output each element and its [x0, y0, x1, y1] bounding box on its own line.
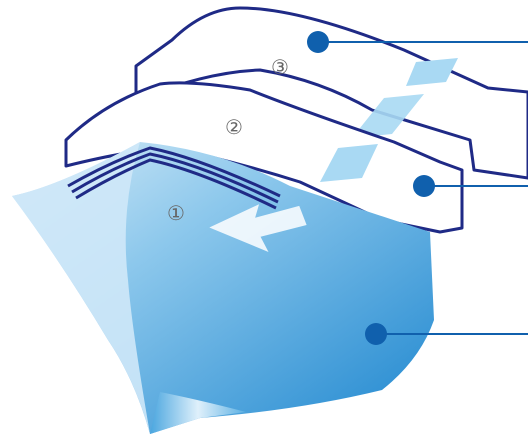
layer-1-number: ①: [167, 201, 185, 225]
layer-3-number: ③: [271, 55, 289, 79]
layer-2-number: ②: [225, 115, 243, 139]
callout-layer-2: [413, 175, 528, 197]
marker-dot-icon: [307, 31, 329, 53]
marker-dot-icon: [413, 175, 435, 197]
marker-dot-icon: [365, 323, 387, 345]
